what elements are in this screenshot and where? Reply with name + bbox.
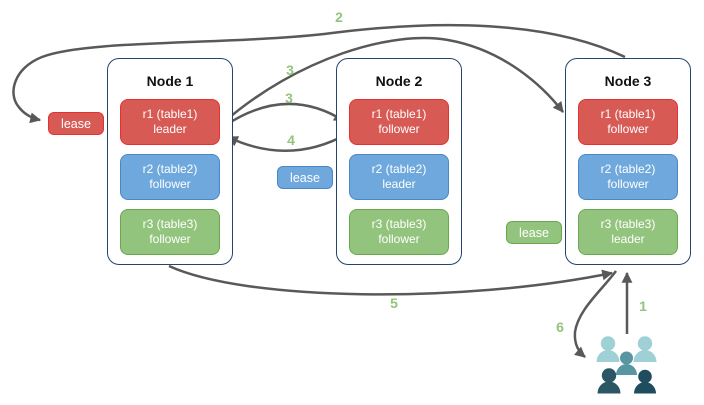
node-2-replica-r1: r1 (table1) follower: [349, 99, 449, 145]
replica-name: r3 (table3): [371, 217, 427, 231]
replica-role: follower: [149, 232, 191, 246]
step-label-2: 2: [335, 9, 343, 25]
node-3-replica-r1: r1 (table1) follower: [578, 99, 678, 145]
users-group-icon: [596, 336, 657, 394]
replica-name: r1 (table1): [371, 107, 427, 121]
arrow-step-6: [573, 270, 617, 358]
node-2-title: Node 2: [375, 73, 423, 89]
replica-name: r3 (table3): [142, 217, 198, 231]
node-2-replica-r3: r3 (table3) follower: [349, 209, 449, 255]
arrow-step-2: [12, 23, 626, 124]
replica-name: r2 (table2): [371, 162, 427, 176]
replica-name: r1 (table1): [600, 107, 656, 121]
step-label-5: 5: [390, 295, 398, 311]
arrow-step-3-to-node3: [223, 36, 564, 123]
node-2-replica-r2: r2 (table2) leader: [349, 154, 449, 200]
arrow-step-4: [227, 132, 348, 152]
node-3-replica-r3: r3 (table3) leader: [578, 209, 678, 255]
replica-name: r1 (table1): [142, 107, 198, 121]
node-3: Node 3 r1 (table1) follower r2 (table2) …: [565, 58, 691, 265]
step-label-3b: 3: [285, 90, 293, 106]
arrow-step-3-to-node2: [225, 102, 345, 127]
replica-role: follower: [378, 122, 420, 136]
node-1-title: Node 1: [146, 73, 194, 89]
lease-badge-blue: lease: [277, 166, 333, 189]
lease-badge-red: lease: [48, 112, 104, 135]
node-1: Node 1 r1 (table1) leader r2 (table2) fo…: [107, 58, 233, 265]
replica-role: follower: [378, 232, 420, 246]
step-label-6: 6: [556, 319, 564, 335]
replica-role: leader: [382, 177, 416, 191]
node-1-replica-r2: r2 (table2) follower: [120, 154, 220, 200]
node-2: Node 2 r1 (table1) follower r2 (table2) …: [336, 58, 462, 265]
replica-role: follower: [607, 122, 649, 136]
replica-name: r2 (table2): [142, 162, 198, 176]
replica-name: r2 (table2): [600, 162, 656, 176]
step-label-4: 4: [287, 132, 295, 148]
step-label-1: 1: [639, 298, 647, 314]
replica-role: leader: [153, 122, 187, 136]
replica-name: r3 (table3): [600, 217, 656, 231]
arrow-step-5: [168, 264, 614, 296]
node-1-replica-r3: r3 (table3) follower: [120, 209, 220, 255]
step-label-3a: 3: [286, 62, 294, 78]
node-1-replica-r1: r1 (table1) leader: [120, 99, 220, 145]
node-3-title: Node 3: [604, 73, 652, 89]
replica-role: follower: [607, 177, 649, 191]
lease-badge-green: lease: [506, 221, 562, 244]
replica-role: leader: [611, 232, 645, 246]
node-3-replica-r2: r2 (table2) follower: [578, 154, 678, 200]
replica-role: follower: [149, 177, 191, 191]
